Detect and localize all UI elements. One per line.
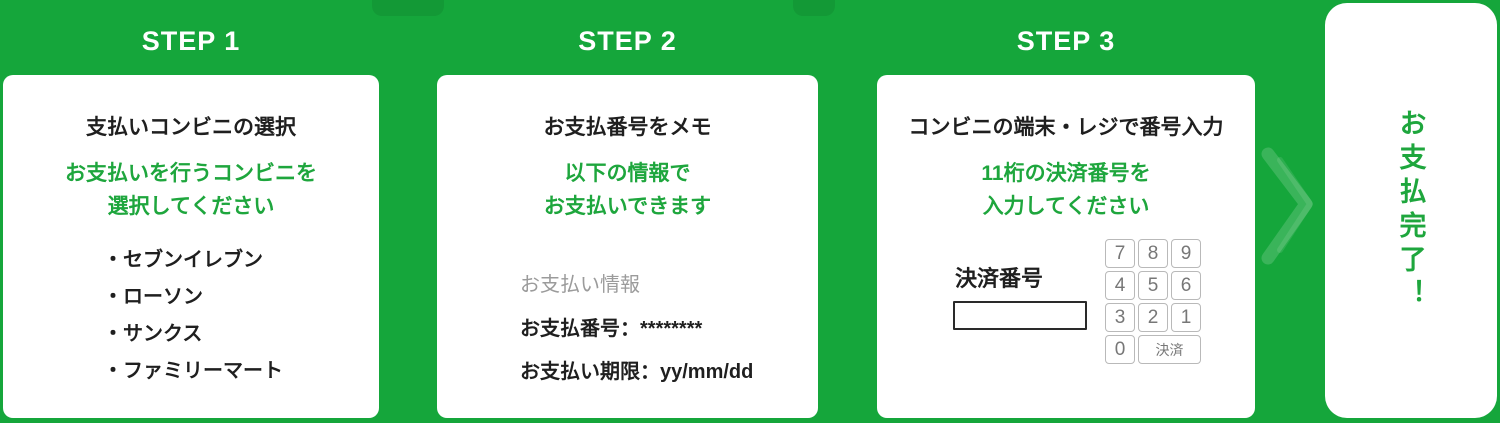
step3-subtitle: 11桁の決済番号を 入力してください	[877, 157, 1255, 223]
step1-subtitle-line: お支払いを行うコンビニを	[65, 162, 317, 185]
step1-subtitle: お支払いを行うコンビニを 選択してください	[3, 157, 379, 223]
list-item-sunkus: ・サンクス	[103, 323, 203, 345]
payment-number-label: 決済番号	[955, 266, 1044, 291]
step3-header: STEP 3	[1016, 26, 1116, 56]
keypad-key-5[interactable]: 5	[1138, 271, 1168, 300]
step3-subtitle-line: 11桁の決済番号を	[981, 162, 1151, 185]
payment-complete-panel: お支払完了！	[1325, 3, 1497, 418]
keypad-key-3[interactable]: 3	[1105, 303, 1135, 332]
keypad-key-1[interactable]: 1	[1171, 303, 1201, 332]
payment-number-input[interactable]	[953, 301, 1087, 330]
keypad-key-8[interactable]: 8	[1138, 239, 1168, 268]
step2-title: お支払番号をメモ	[543, 116, 712, 139]
step1-card: 支払いコンビニの選択 お支払いを行うコンビニを 選択してください ・セブンイレブ…	[3, 75, 379, 418]
step2-header: STEP 2	[578, 26, 677, 56]
step2-subtitle-line: お支払いできます	[543, 195, 712, 218]
keypad-key-2[interactable]: 2	[1138, 303, 1168, 332]
keypad-key-0[interactable]: 0	[1105, 335, 1135, 364]
payment-number-line: お支払番号：********	[520, 318, 703, 340]
payment-deadline-line: お支払い期限：yy/mm/dd	[520, 361, 754, 383]
step3-title: コンビニの端末・レジで番号入力	[908, 116, 1224, 139]
store-list: ・セブンイレブン ・ローソン ・サンクス ・ファミリーマート	[103, 242, 283, 390]
background-tab-decoration	[793, 0, 835, 16]
step3-subtitle-line: 入力してください	[982, 195, 1150, 218]
keypad-key-9[interactable]: 9	[1171, 239, 1201, 268]
step1-header: STEP 1	[141, 26, 241, 56]
step3-card: コンビニの端末・レジで番号入力 11桁の決済番号を 入力してください 決済番号 …	[877, 75, 1255, 418]
payment-info-label: お支払い情報	[520, 274, 640, 296]
background-tab-decoration	[372, 0, 444, 16]
list-item-familymart: ・ファミリーマート	[103, 360, 283, 382]
payment-info-block: お支払い情報 お支払番号：******** お支払い期限：yy/mm/dd	[520, 268, 753, 398]
keypad-key-6[interactable]: 6	[1171, 271, 1201, 300]
step2-card: お支払番号をメモ 以下の情報で お支払いできます お支払い情報 お支払番号：**…	[437, 75, 818, 418]
list-item-lawson: ・ローソン	[103, 286, 203, 308]
step2-subtitle: 以下の情報で お支払いできます	[437, 157, 818, 223]
step1-title: 支払いコンビニの選択	[86, 116, 296, 139]
step1-subtitle-line: 選択してください	[107, 195, 275, 218]
keypad-key-4[interactable]: 4	[1105, 271, 1135, 300]
keypad-key-kessai[interactable]: 決済	[1138, 335, 1201, 364]
list-item-seven-eleven: ・セブンイレブン	[103, 249, 263, 271]
chevron-right-icon	[1261, 147, 1313, 265]
keypad-key-7[interactable]: 7	[1105, 239, 1135, 268]
keypad: 7 8 9 4 5 6 3 2 1 0 決済	[1105, 239, 1201, 364]
payment-complete-text: お支払完了！	[1395, 108, 1426, 313]
step2-subtitle-line: 以下の情報で	[564, 162, 691, 185]
